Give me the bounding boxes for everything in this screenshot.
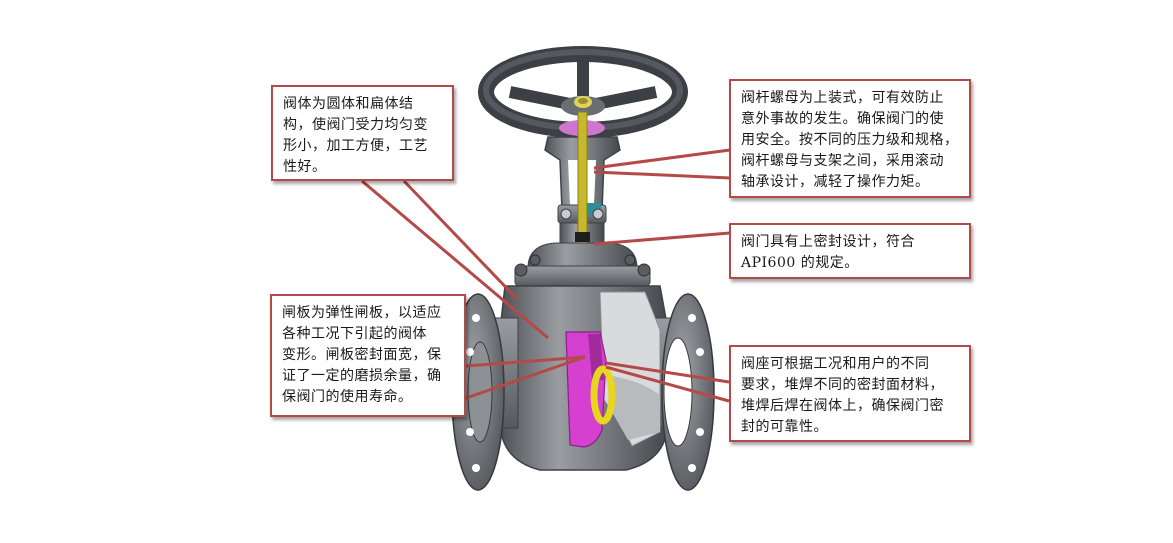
right-flange [661,293,715,491]
callout-valve-seat: 阀座可根据工况和用户的不同 要求，堆焊不同的密封面材料， 堆焊后焊在阀体上，确保… [729,345,971,442]
callout-upper-seal: 阀门具有上密封设计，符合 API600 的规定。 [729,223,971,279]
valve-seat [590,365,616,425]
bonnet [514,242,651,287]
callout-stem-nut: 阀杆螺母为上装式，可有效防止 意外事故的发生。确保阀门的使 用安全。按不同的压力… [729,79,971,198]
callout-gate-plate: 闸板为弹性闸板，以适应 各种工况下引起的阀体 变形。闸板密封面宽，保 证了一定的… [270,294,466,417]
leader-lines [361,148,731,403]
callout-valve-body: 阀体为圆体和扁体结 构，使阀门受力均匀变 形小，加工方便，工艺 性好。 [271,85,454,181]
